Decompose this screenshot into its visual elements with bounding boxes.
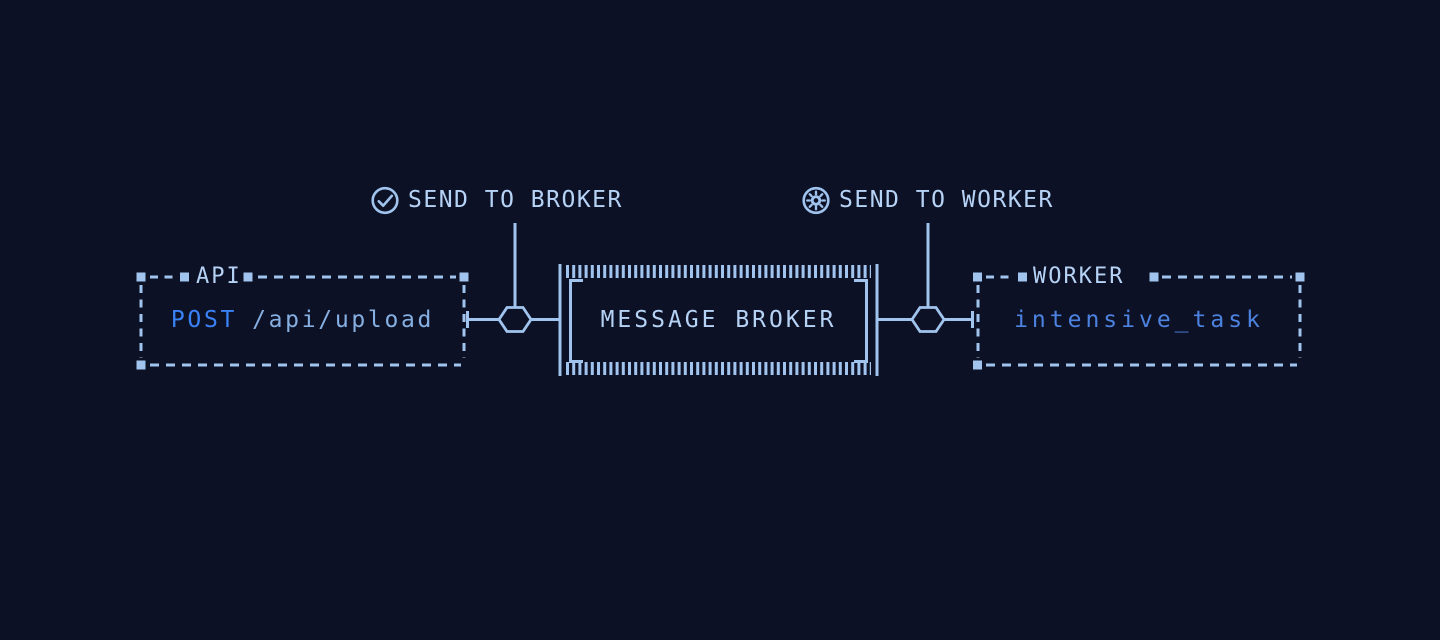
- endpoint-path: /api/upload: [252, 307, 435, 333]
- api-node-title: API: [196, 264, 242, 289]
- connector-api-broker: [466, 223, 559, 333]
- api-node-endpoint: POST /api/upload: [141, 306, 464, 334]
- junction-node-worker: [910, 306, 946, 333]
- worker-node-border: [973, 272, 1305, 370]
- edge-label-send-to-broker: SEND TO BROKER: [408, 187, 623, 213]
- gear-icon: [802, 186, 830, 215]
- connector-broker-worker: [878, 223, 974, 333]
- worker-node-title: WORKER: [1033, 264, 1125, 289]
- edge-label-send-to-worker: SEND TO WORKER: [839, 187, 1054, 213]
- task-name: intensive_task: [1014, 307, 1264, 333]
- check-circle-icon: [371, 186, 399, 215]
- broker-node-title: MESSAGE BROKER: [600, 307, 837, 333]
- broker-node-border: [558, 264, 879, 376]
- http-method: POST: [170, 307, 238, 333]
- api-node-border: [136, 272, 469, 370]
- worker-node-task: intensive_task: [978, 306, 1300, 334]
- junction-node-broker: [497, 306, 533, 333]
